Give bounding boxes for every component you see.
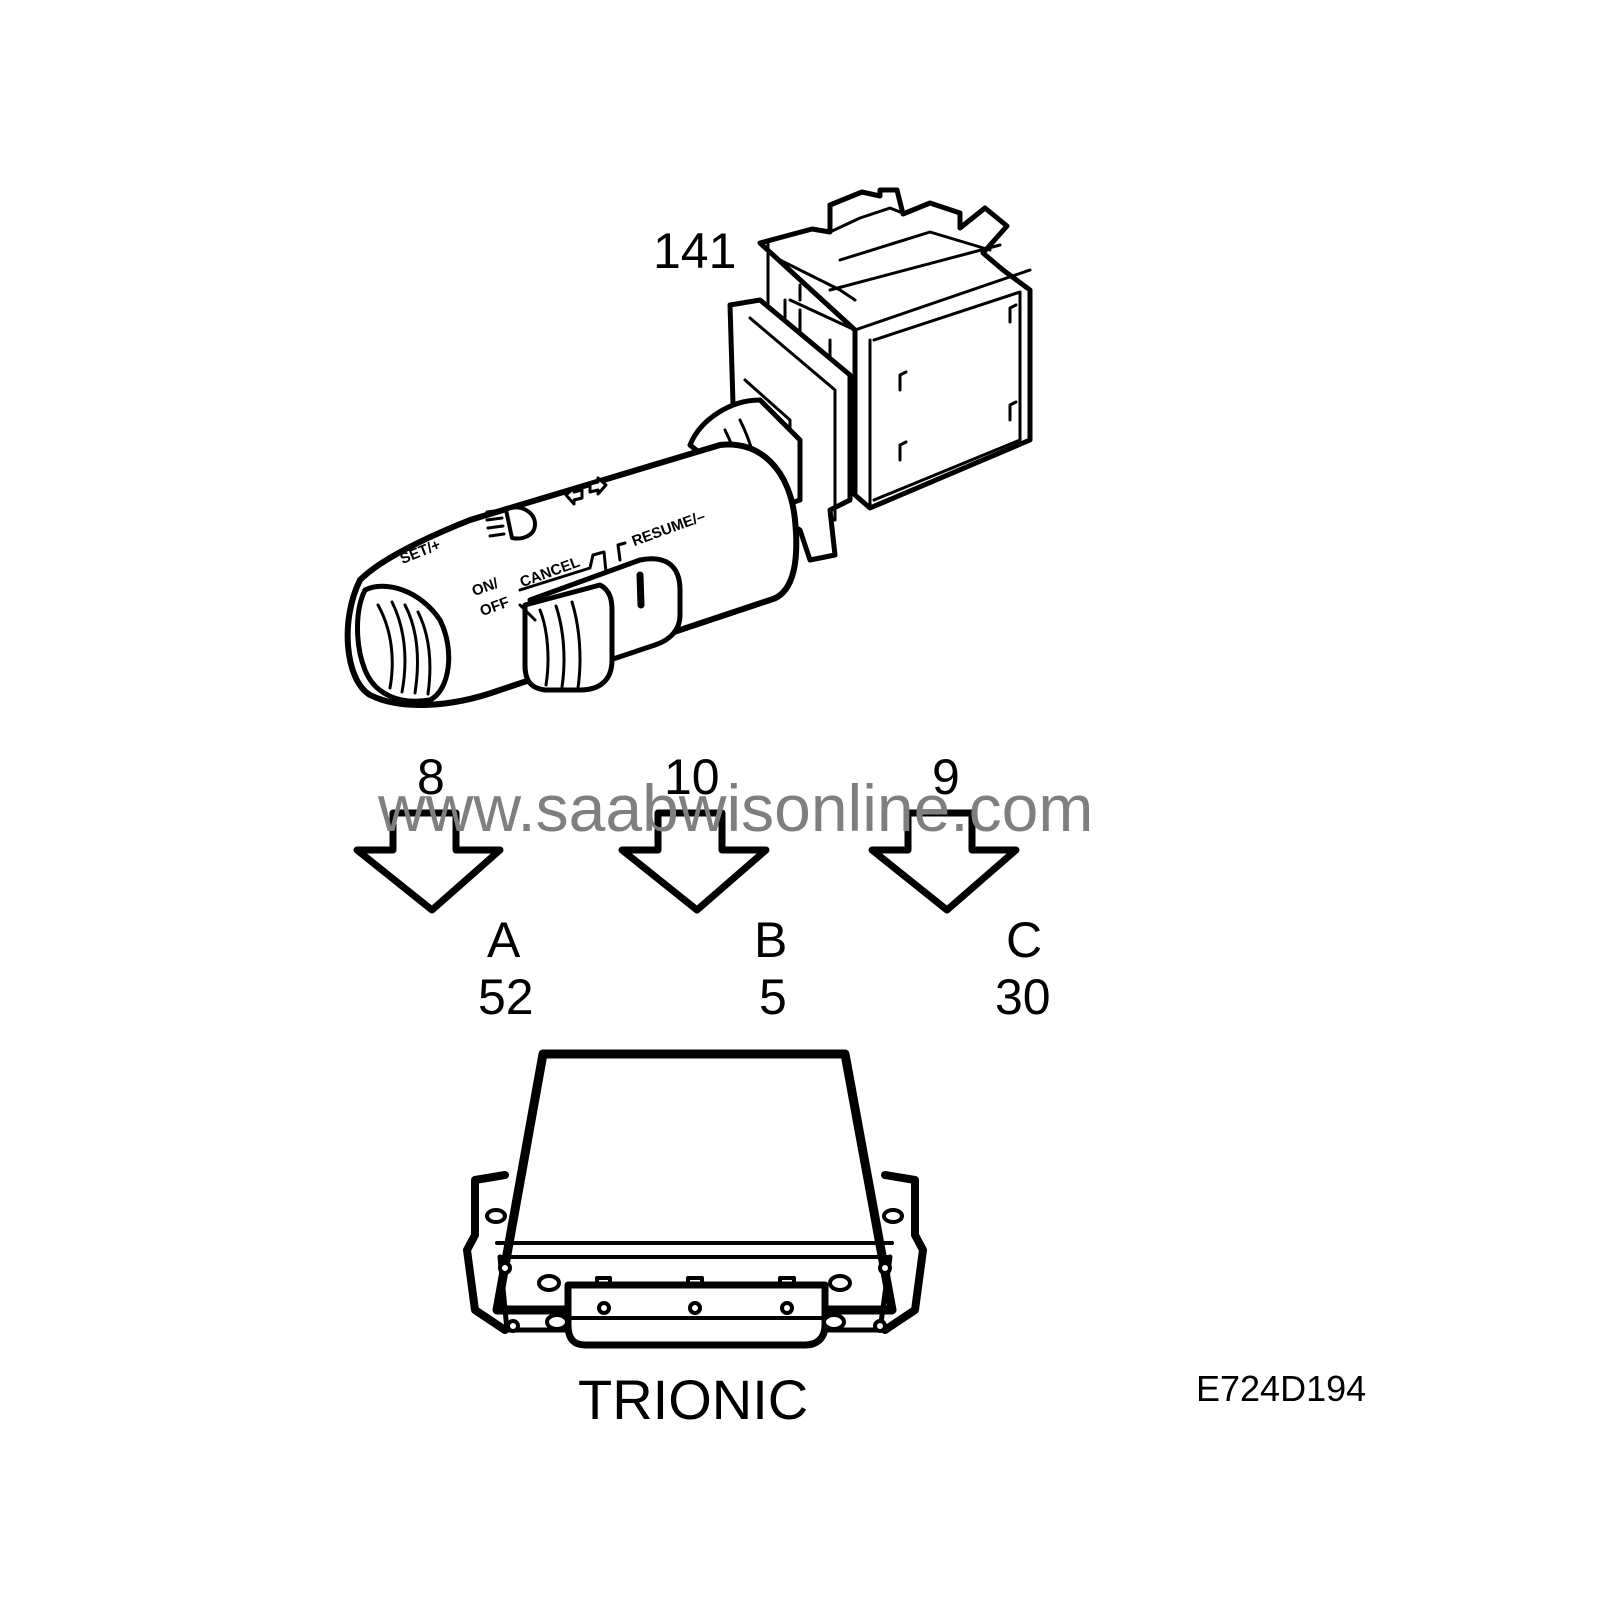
stalk-tip-set-button [355,583,452,704]
trionic-ecu [463,1049,927,1349]
connection-letter-c: C [1006,912,1043,968]
ecu-pin-30: 30 [995,969,1051,1025]
connection-letter-b: B [754,912,788,968]
turn-signal-arrows-icon [564,476,608,506]
cruise-slide-switch [518,556,683,693]
ecu-pin-52: 52 [478,969,534,1025]
ecu-label-trionic: TRIONIC [578,1368,809,1431]
component-number-141: 141 [653,223,737,279]
headlight-icon [485,505,537,541]
arrow-pin-10 [618,809,770,914]
watermark-text: www.saabwisonline.com [378,771,1094,845]
switch-pin-9: 9 [932,749,960,805]
switch-pin-8: 8 [417,749,445,805]
arrow-pin-8 [353,809,504,914]
figure-code: E724D194 [1196,1368,1367,1409]
connection-letter-a: A [487,912,521,968]
arrow-pin-9 [868,809,1020,914]
ecu-pin-5: 5 [759,969,787,1025]
stalk-label-leaders [518,541,627,592]
switch-pin-10: 10 [664,749,720,805]
